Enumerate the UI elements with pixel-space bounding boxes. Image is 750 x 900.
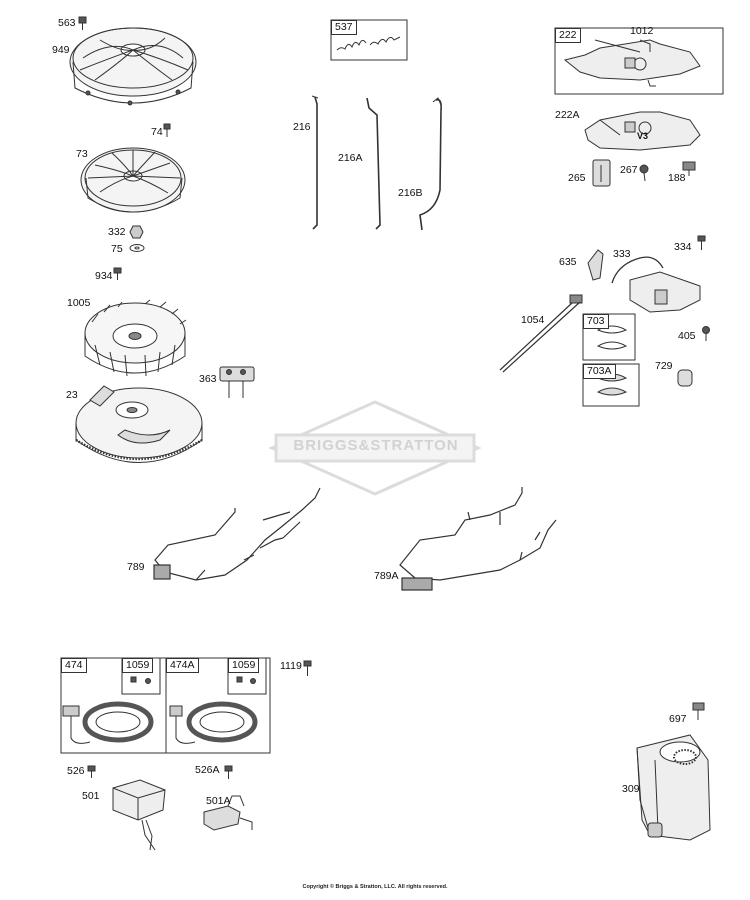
watermark-badge <box>268 400 482 496</box>
screw-1059b-icon <box>236 676 256 684</box>
regulator-501-icon <box>112 779 166 851</box>
cable-tie-1054-icon <box>499 294 583 373</box>
part-label-1119[interactable]: 1119 <box>280 660 302 672</box>
part-label-1012[interactable]: 1012 <box>630 25 654 37</box>
screw-526A-icon <box>224 765 233 779</box>
bracket-222A-icon <box>584 111 701 151</box>
part-label-949[interactable]: 949 <box>52 44 70 56</box>
v3-marking: V3 <box>637 131 649 141</box>
part-label-537[interactable]: 537 <box>331 20 357 35</box>
nut-332-icon <box>129 225 144 239</box>
screw-563-icon <box>78 16 87 30</box>
part-label-526A[interactable]: 526A <box>195 764 220 776</box>
part-label-1059b[interactable]: 1059 <box>228 658 260 673</box>
part-label-501[interactable]: 501 <box>82 790 100 802</box>
harness-789A-icon <box>399 487 557 591</box>
part-label-333[interactable]: 333 <box>613 248 631 260</box>
copyright-text: Copyright © Briggs & Stratton, LLC. All … <box>302 884 448 890</box>
screw-1119-icon <box>303 660 312 676</box>
screw-405-icon <box>702 326 710 341</box>
part-label-1059a[interactable]: 1059 <box>122 658 154 673</box>
armature-333-icon <box>611 256 701 313</box>
part-label-332[interactable]: 332 <box>108 226 126 238</box>
alternator-474-icon <box>62 701 154 744</box>
screw-334-icon <box>697 235 706 250</box>
part-label-188[interactable]: 188 <box>668 172 686 184</box>
spring-537-icon <box>336 36 401 51</box>
link-216A-icon <box>366 97 381 230</box>
link-216-icon <box>311 95 319 230</box>
screw-267-icon <box>639 164 649 182</box>
part-label-729[interactable]: 729 <box>655 360 673 372</box>
part-label-74[interactable]: 74 <box>151 126 163 138</box>
watermark-text: BRIGGS&STRATTON <box>293 437 459 454</box>
part-label-309[interactable]: 309 <box>622 783 640 795</box>
flywheel-1005-icon <box>84 299 187 377</box>
rectifier-501A-icon <box>203 795 253 831</box>
screw-188-icon <box>682 161 696 176</box>
screw-934-icon <box>113 267 122 280</box>
clip-265-icon <box>592 159 611 187</box>
part-label-73[interactable]: 73 <box>76 148 88 160</box>
screw-526-icon <box>87 765 96 778</box>
part-label-75[interactable]: 75 <box>111 243 123 255</box>
part-label-474A[interactable]: 474A <box>166 658 199 673</box>
part-label-265[interactable]: 265 <box>568 172 586 184</box>
part-label-363[interactable]: 363 <box>199 373 217 385</box>
washer-75-icon <box>129 244 145 252</box>
part-label-703[interactable]: 703 <box>583 314 609 329</box>
blower-housing-949-icon <box>69 27 197 106</box>
part-label-789[interactable]: 789 <box>127 561 145 573</box>
screw-1059a-icon <box>130 676 151 684</box>
part-label-405[interactable]: 405 <box>678 330 696 342</box>
link-216B-icon <box>419 97 442 231</box>
clip-729-icon <box>677 369 693 387</box>
part-label-526[interactable]: 526 <box>67 765 85 777</box>
part-label-216A[interactable]: 216A <box>338 152 363 164</box>
part-label-1054[interactable]: 1054 <box>521 314 545 326</box>
part-label-267[interactable]: 267 <box>620 164 638 176</box>
part-label-789A[interactable]: 789A <box>374 570 399 582</box>
bracket-222-icon <box>563 39 701 87</box>
part-label-216B[interactable]: 216B <box>398 187 423 199</box>
part-label-703A[interactable]: 703A <box>583 364 616 379</box>
part-label-474[interactable]: 474 <box>61 658 87 673</box>
screw-697-icon <box>692 702 705 720</box>
boot-635-icon <box>587 249 604 281</box>
alternator-474A-icon <box>169 701 258 744</box>
part-label-222[interactable]: 222 <box>555 28 581 43</box>
screw-74-icon <box>163 123 171 137</box>
part-label-501A[interactable]: 501A <box>206 795 231 807</box>
part-label-23[interactable]: 23 <box>66 389 78 401</box>
fan-73-icon <box>80 147 186 213</box>
part-label-334[interactable]: 334 <box>674 241 692 253</box>
bracket-363-icon <box>219 366 255 398</box>
clip-703-icon <box>596 325 628 350</box>
part-label-222A[interactable]: 222A <box>555 109 580 121</box>
starter-309-icon <box>636 734 711 841</box>
part-label-216[interactable]: 216 <box>293 121 311 133</box>
harness-789-icon <box>153 487 321 581</box>
part-label-635[interactable]: 635 <box>559 256 577 268</box>
part-label-1005[interactable]: 1005 <box>67 297 91 309</box>
flywheel-23-icon <box>75 385 203 463</box>
part-label-563[interactable]: 563 <box>58 17 76 29</box>
part-label-697[interactable]: 697 <box>669 713 687 725</box>
part-label-934[interactable]: 934 <box>95 270 113 282</box>
